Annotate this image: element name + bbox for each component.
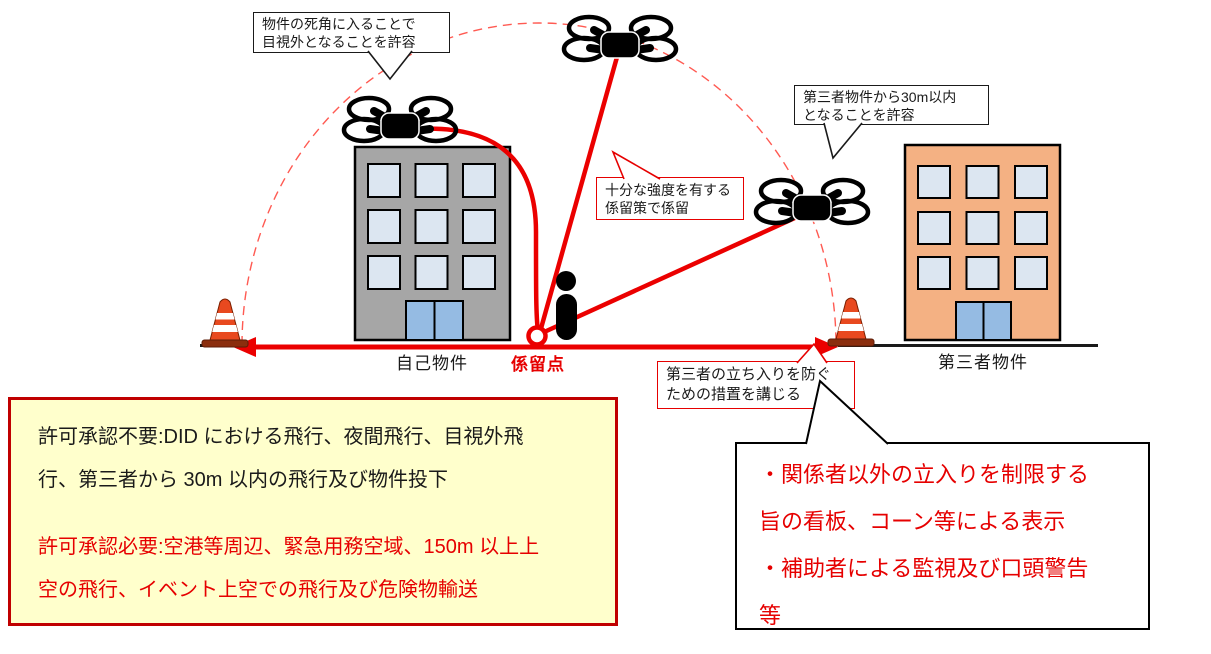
callout-tail	[367, 50, 413, 81]
tether-line-left-drone	[416, 126, 541, 333]
tether-point-marker	[526, 325, 548, 347]
own-building	[353, 145, 512, 342]
traffic-cone-icon	[202, 299, 248, 347]
measures-item: ・補助者による監視及び口頭警告等	[759, 557, 1089, 629]
permission-not-required-text: 許可承認不要:DID における飛行、夜間飛行、目視外飛行、第三者から 30m 以…	[38, 426, 524, 491]
permission-note-box: 許可承認不要:DID における飛行、夜間飛行、目視外飛行、第三者から 30m 以…	[8, 397, 618, 626]
building-windows	[367, 163, 496, 290]
callout-tail	[823, 122, 863, 160]
callout-blind-spot: 物件の死角に入ることで 目視外となることを許容	[253, 12, 450, 53]
drone-icon	[756, 180, 868, 223]
third-party-property-label: 第三者物件	[938, 353, 1028, 372]
tether-line-right-drone	[541, 209, 809, 336]
callout-within-30m: 第三者物件から30m以内 となることを許容	[794, 85, 989, 125]
callout-tail	[611, 150, 661, 180]
callout-prevent-entry: 第三者の立ち入りを防ぐ ための措置を講じる	[657, 361, 855, 409]
flight-boundary-arc	[241, 22, 837, 346]
drone-icon	[564, 17, 676, 60]
permission-required-text: 許可承認必要:空港等周辺、緊急用務空域、150m 以上上空の飛行、イベント上空で…	[38, 536, 540, 601]
measures-item: ・関係者以外の立入りを制限する旨の看板、コーン等による表示	[759, 463, 1090, 535]
operator-icon	[556, 271, 577, 340]
third-party-building	[903, 143, 1062, 342]
drone-icon	[344, 98, 456, 141]
measures-note-box: ・関係者以外の立入りを制限する旨の看板、コーン等による表示 ・補助者による監視及…	[735, 442, 1150, 630]
tether-point-label: 係留点	[511, 355, 565, 374]
building-windows	[917, 165, 1048, 290]
callout-tether-strength: 十分な強度を有する 係留策で係留	[596, 177, 744, 220]
building-door	[955, 301, 1012, 341]
building-door	[405, 300, 464, 341]
traffic-cone-icon	[828, 298, 874, 346]
own-property-label: 自己物件	[396, 354, 468, 373]
